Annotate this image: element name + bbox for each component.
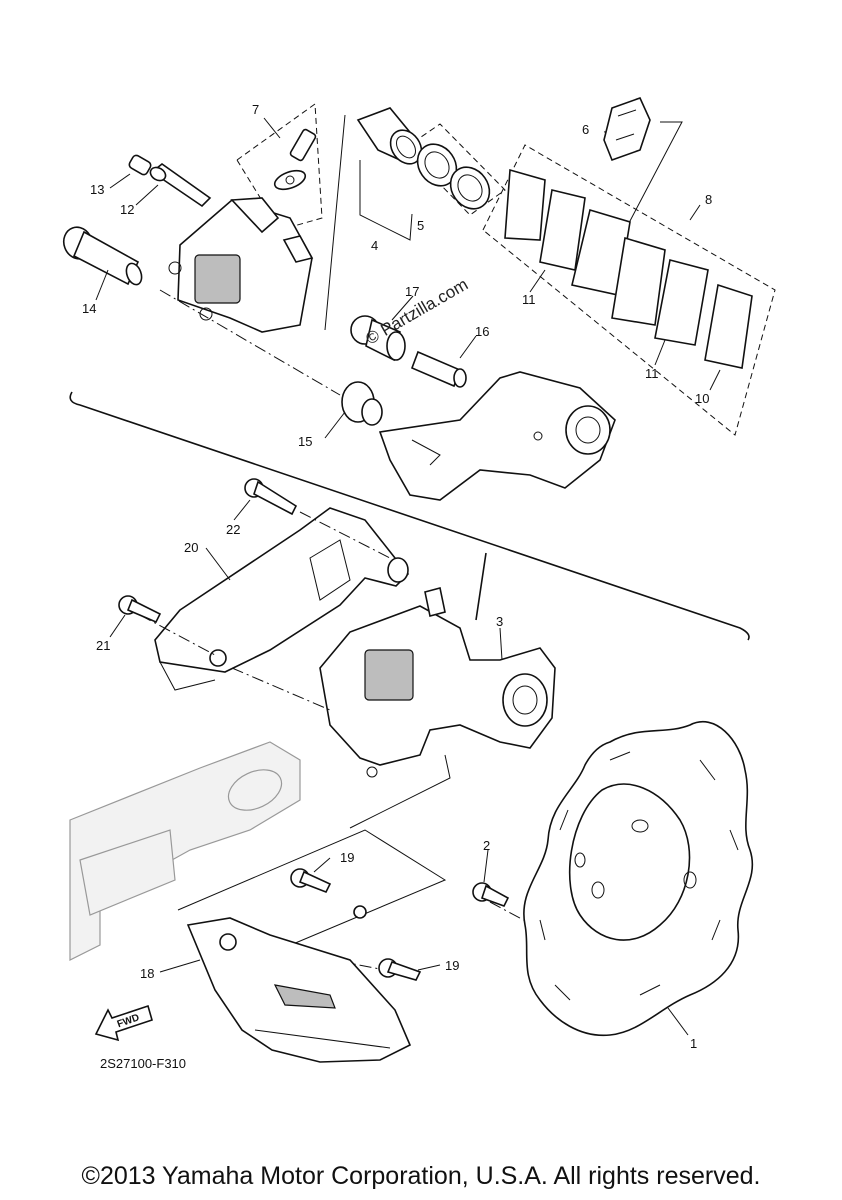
section-divider bbox=[69, 391, 750, 641]
bolt-part-22 bbox=[244, 478, 298, 516]
caliper-body-upper bbox=[168, 197, 314, 333]
copyright-notice: ©2013 Yamaha Motor Corporation, U.S.A. A… bbox=[81, 1162, 761, 1190]
bolt-part-2 bbox=[472, 882, 510, 907]
pin-part-12 bbox=[149, 162, 212, 208]
boot-part-17 bbox=[350, 315, 406, 362]
callout-15: 15 bbox=[298, 434, 312, 449]
axis-line-a bbox=[159, 289, 341, 396]
swingarm-outline bbox=[69, 741, 301, 961]
callout-14: 14 bbox=[82, 301, 96, 316]
slide-pin-part-14 bbox=[62, 226, 143, 286]
callout-11-right: 11 bbox=[645, 366, 659, 381]
brake-pads-group bbox=[504, 168, 753, 369]
bracket-4 bbox=[359, 160, 413, 241]
callout-16: 16 bbox=[475, 324, 489, 339]
callout-17: 17 bbox=[405, 284, 419, 299]
callout-20: 20 bbox=[184, 540, 198, 555]
divider-link bbox=[475, 552, 487, 621]
guard-plate-outline-2 bbox=[349, 754, 451, 829]
clip-part-6 bbox=[603, 96, 651, 162]
axis-line-c bbox=[139, 614, 216, 656]
axis-line-d bbox=[299, 511, 391, 559]
callout-11-left: 11 bbox=[522, 292, 536, 307]
callout-6: 6 bbox=[582, 122, 589, 137]
callout-7: 7 bbox=[252, 102, 259, 117]
forward-arrow-icon bbox=[94, 1004, 153, 1042]
bracket-8 bbox=[619, 121, 683, 241]
callout-18: 18 bbox=[140, 966, 154, 981]
piston-part-4 bbox=[356, 107, 423, 165]
axis-line-b bbox=[231, 667, 331, 711]
pin-part-16 bbox=[410, 350, 467, 388]
bleeder-screw-part-7 bbox=[273, 128, 317, 191]
callout-3: 3 bbox=[496, 614, 503, 629]
boot-part-15 bbox=[341, 381, 383, 426]
caliper-bracket-upper bbox=[378, 371, 616, 501]
callout-2: 2 bbox=[483, 838, 490, 853]
disc-guard-part-18 bbox=[186, 905, 412, 1063]
callout-22: 22 bbox=[226, 522, 240, 537]
caliper-assembly-part-3 bbox=[319, 587, 556, 778]
callout-12: 12 bbox=[120, 202, 134, 217]
bolt-part-21 bbox=[118, 595, 162, 624]
caliper-guard-part-20 bbox=[154, 507, 410, 691]
callout-8: 8 bbox=[705, 192, 712, 207]
bolt-part-19-lower bbox=[378, 958, 422, 981]
bracket-misc bbox=[324, 114, 346, 331]
seals-part-5 bbox=[416, 143, 491, 210]
group-box-5 bbox=[404, 123, 506, 216]
callout-1: 1 bbox=[690, 1036, 697, 1051]
callout-19-upper: 19 bbox=[340, 850, 354, 865]
leader-lines bbox=[95, 117, 721, 1036]
callout-13: 13 bbox=[90, 182, 104, 197]
brake-disc-part-1 bbox=[523, 721, 754, 1037]
diagram-code: 2S27100-F310 bbox=[100, 1056, 186, 1071]
bolt-part-19-upper bbox=[290, 868, 332, 894]
callout-21: 21 bbox=[96, 638, 110, 653]
guard-plate-outline bbox=[177, 829, 447, 961]
plug-part-13 bbox=[128, 154, 152, 176]
callout-19-lower: 19 bbox=[445, 958, 459, 973]
callout-4: 4 bbox=[371, 238, 378, 253]
callout-10: 10 bbox=[695, 391, 709, 406]
callout-5: 5 bbox=[417, 218, 424, 233]
